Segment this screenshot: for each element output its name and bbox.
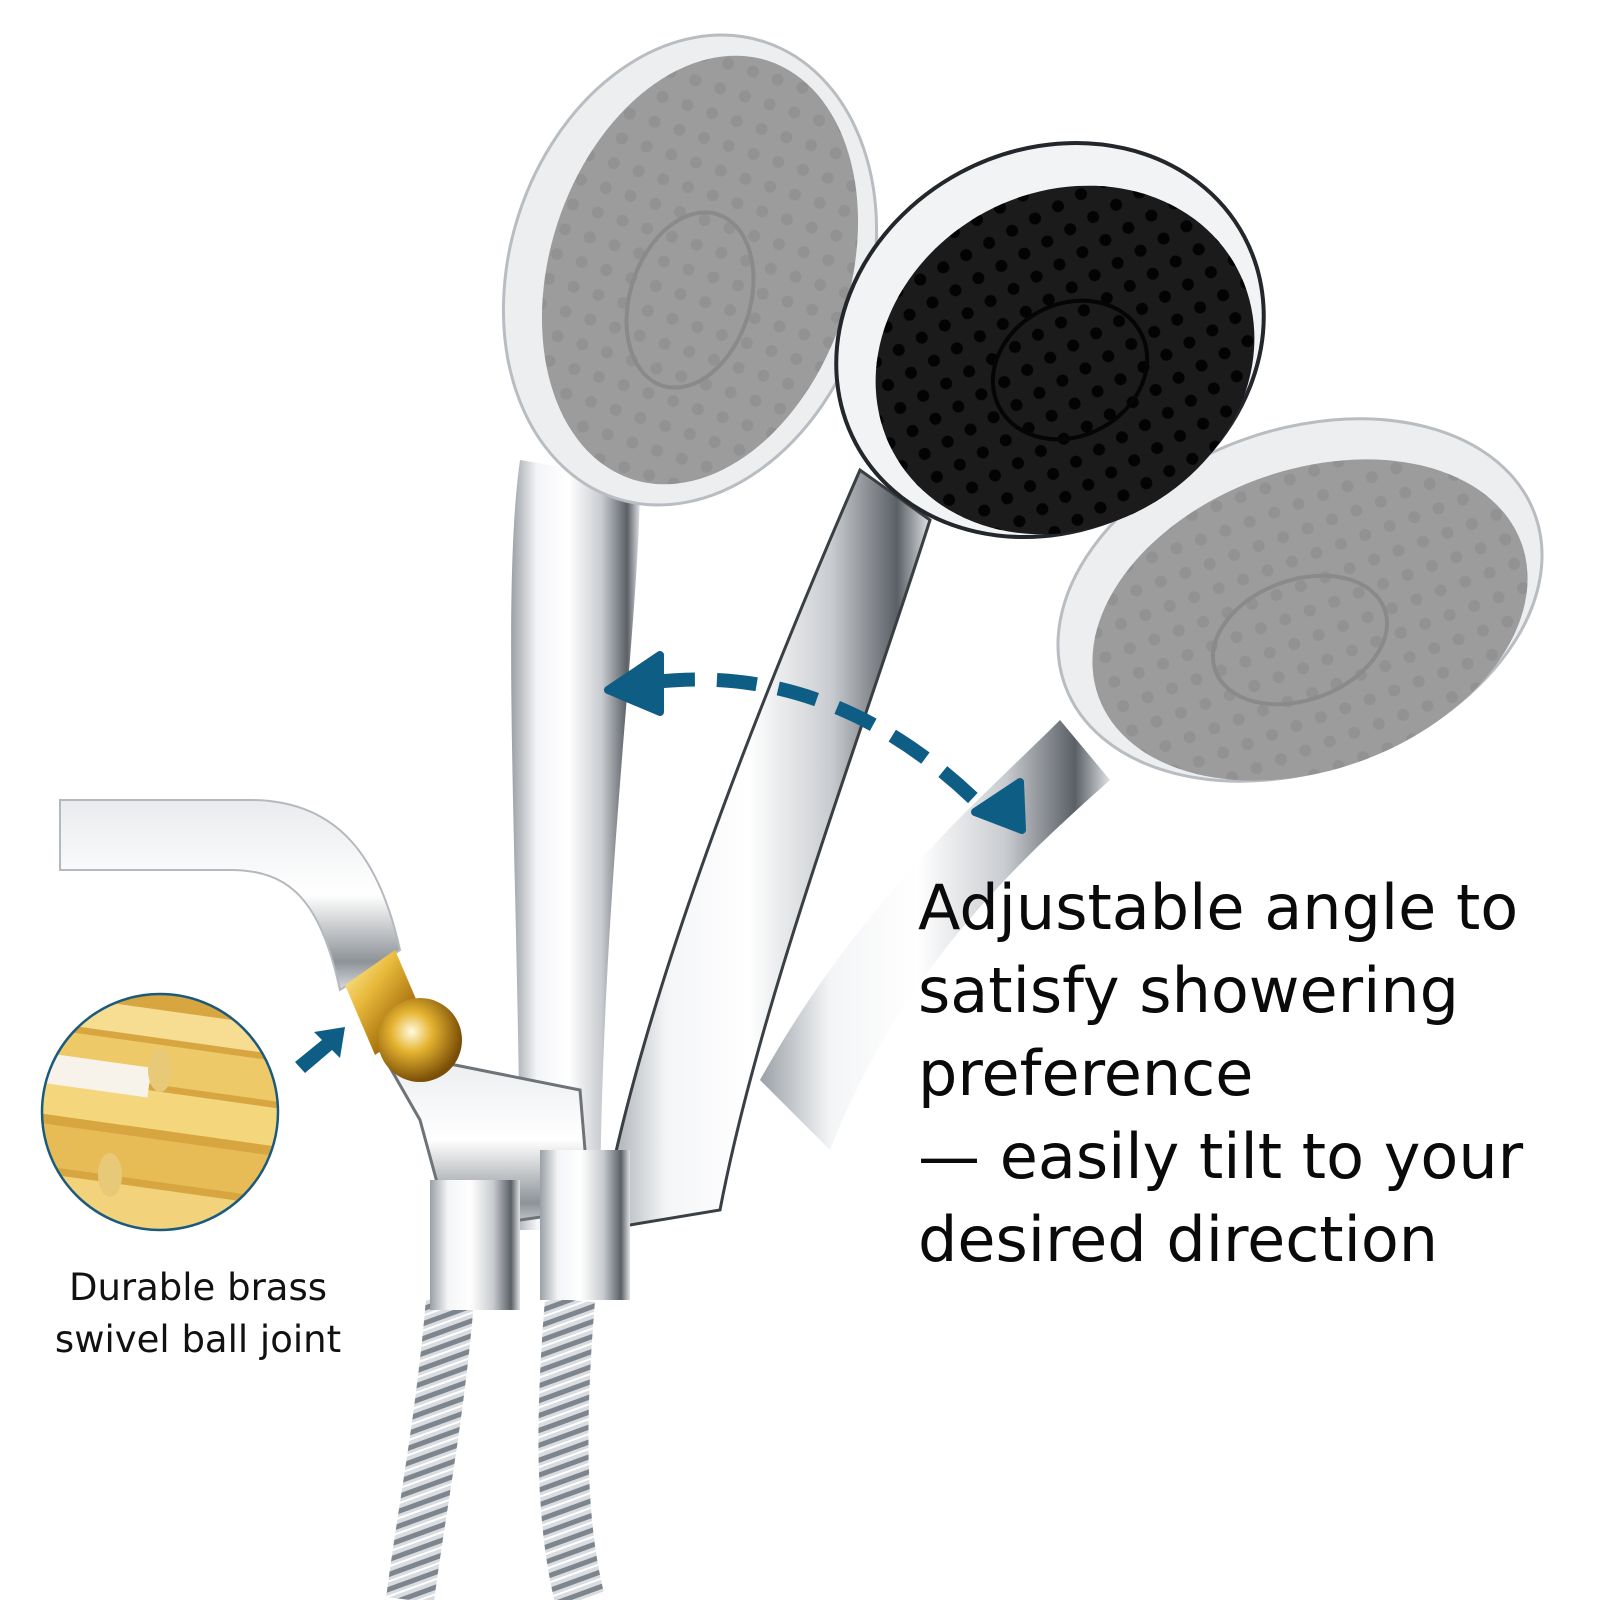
feature-brass-caption: Durable brass swivel ball joint [28, 1262, 368, 1366]
holder-bracket [377, 1047, 630, 1310]
caption-line: swivel ball joint [54, 1318, 342, 1361]
caption-line: desired direction [918, 1203, 1439, 1276]
hose-left [386, 1298, 474, 1600]
shower-head-center [598, 140, 1266, 1232]
brass-ball-joint [345, 950, 462, 1082]
brass-rods-inset [40, 992, 280, 1232]
caption-line: preference [918, 1037, 1254, 1110]
caption-line: satisfy showering [918, 954, 1460, 1027]
caption-line: Durable brass [68, 1266, 328, 1309]
brass-pointer-arrow [295, 1027, 345, 1073]
caption-line: Adjustable angle to [918, 871, 1519, 944]
feature-angle-caption: Adjustable angle to satisfy showering pr… [918, 866, 1598, 1281]
caption-line: — easily tilt to your [918, 1120, 1524, 1193]
hose-right [538, 1297, 605, 1600]
shower-head-left [501, 33, 879, 1230]
shower-arm [59, 799, 402, 992]
tilt-arrow [604, 651, 1026, 834]
